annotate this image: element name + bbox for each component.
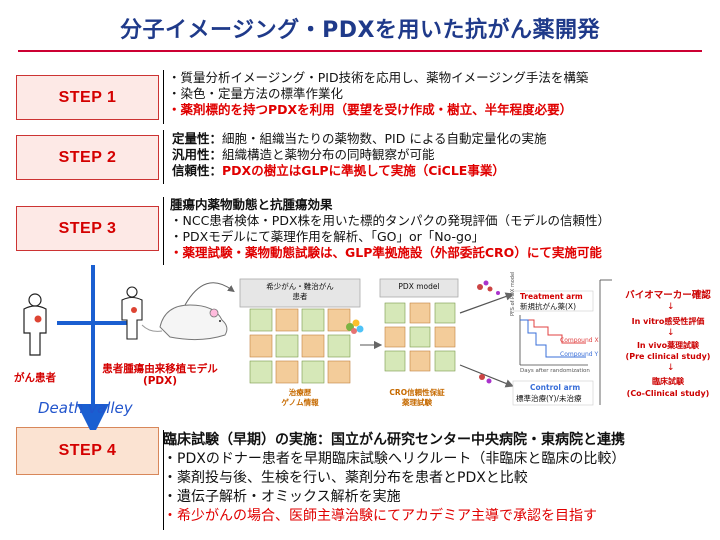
step-1-line: ・薬剤標的を持つPDXを利用（要望を受け作成・樹立、半年程度必要）	[168, 102, 588, 118]
step-3-line: ・PDXモデルにて薬理作用を解析、「GO」or「No-go」	[170, 229, 610, 245]
clinical-trial: 臨床試験	[620, 377, 716, 387]
step-4-box: STEP 4	[16, 427, 159, 475]
control-arm-label: Control arm	[530, 383, 580, 393]
in-vivo-study: In vivo薬理試験	[620, 341, 716, 351]
step-3-box: STEP 3	[16, 206, 159, 251]
step-4-line: ・希少がんの場合、医師主導治験にてアカデミア主導で承認を目指す	[163, 507, 625, 526]
step-2-box: STEP 2	[16, 135, 159, 180]
compound-x-label: Compound X	[560, 336, 599, 346]
step-2-text: 細胞・組織当たりの薬物数、PID による自動定量化の実施	[222, 131, 546, 146]
patient-icon	[24, 294, 46, 355]
page-title: 分子イメージング・PDXを用いた抗がん薬開発	[0, 12, 720, 44]
step-4-line: ・PDXのドナー患者を早期臨床試験へリクルート（非臨床と臨床の比較）	[163, 450, 625, 469]
pdx-label: 患者腫瘍由来移植モデル (PDX)	[100, 363, 220, 387]
step-4-label: STEP 4	[59, 442, 117, 460]
step-3-bracket	[163, 197, 164, 265]
flow-arrow: ↓	[667, 328, 675, 338]
step-2-desc: 定量性：細胞・組織当たりの薬物数、PID による自動定量化の実施 汎用性：組織構…	[172, 131, 546, 179]
cro-label: CRO信頼性保証 薬理試験	[372, 388, 462, 408]
title-underline	[18, 50, 702, 52]
step-1-desc: ・質量分析イメージング・PID技術を応用し、薬物イメージング手法を構築 ・染色・…	[168, 70, 588, 118]
step-2-text: PDXの樹立はGLPに準拠して実施（CiCLE事業）	[222, 163, 505, 178]
step-3-desc: 腫瘍内薬物動態と抗腫瘍効果 ・NCC患者検体・PDX株を用いた標的タンパクの発現…	[170, 197, 610, 261]
step-1-label: STEP 1	[59, 89, 117, 107]
patient-label: がん患者	[14, 372, 56, 384]
step-2-head: 定量性：	[172, 131, 222, 146]
treatment-arm-sub: 新規抗がん薬(X)	[520, 302, 576, 312]
step-1-line: ・質量分析イメージング・PID技術を応用し、薬物イメージング手法を構築	[168, 70, 588, 86]
pdx-grid	[385, 303, 455, 371]
co-clinical-label: (Co-Clinical study)	[620, 389, 716, 399]
control-arm-sub: 標準治療(Y)/未治療	[516, 394, 581, 404]
step-2-head: 信頼性：	[172, 163, 222, 178]
step-1-box: STEP 1	[16, 75, 159, 120]
flow-arrow: ↓	[667, 363, 675, 373]
step-2-text: 組織構造と薬物分布の同時観察が可能	[222, 147, 435, 162]
pdx-model-label: PDX model	[380, 282, 458, 292]
mouse-icon	[142, 283, 232, 340]
step-2-bracket	[163, 130, 164, 184]
patient-grid	[250, 309, 350, 383]
rare-cancer-label: 希少がん・難治がん 患者	[240, 282, 360, 302]
step-1-line: ・染色・定量方法の標準作業化	[168, 86, 588, 102]
biomarker-check: バイオマーカー確認	[620, 291, 716, 301]
step-2-head: 汎用性：	[172, 147, 222, 162]
donor-icon	[122, 287, 142, 339]
step-3-head: 腫瘍内薬物動態と抗腫瘍効果	[170, 197, 610, 213]
in-vitro-eval: In vitro感受性評価	[620, 317, 716, 327]
flow-arrow: ↓	[667, 302, 675, 312]
step-3-label: STEP 3	[59, 220, 117, 238]
step-3-line: ・薬理試験・薬物動態試験は、GLP準拠施設（外部委託CRO）にて実施可能	[170, 245, 610, 261]
x-axis-label: Days after randomization	[520, 366, 590, 376]
step-4-line: ・遺伝子解析・オミックス解析を実施	[163, 488, 625, 507]
death-valley-label: Death valley	[38, 399, 133, 417]
compound-y-label: Compound Y	[560, 350, 598, 360]
molecule-icon	[477, 281, 500, 384]
step-4-desc: 臨床試験（早期）の実施：国立がん研究センター中央病院・東病院と連携 ・PDXのド…	[163, 431, 625, 526]
step-2-label: STEP 2	[59, 149, 117, 167]
step-3-line: ・NCC患者検体・PDX株を用いた標的タンパクの発現評価（モデルの信頼性）	[170, 213, 610, 229]
step-4-line: ・薬剤投与後、生検を行い、薬剤分布を患者とPDXと比較	[163, 469, 625, 488]
step-4-head: 臨床試験（早期）の実施：国立がん研究センター中央病院・東病院と連携	[163, 431, 625, 450]
treatment-history-label: 治療歴 ゲノム情報	[260, 388, 340, 408]
pre-clinical-label: (Pre clinical study)	[620, 352, 716, 362]
treatment-arm-label: Treatment arm	[520, 292, 583, 302]
y-axis-label: PFS of PDX model	[508, 272, 518, 316]
step-1-bracket	[163, 70, 164, 124]
